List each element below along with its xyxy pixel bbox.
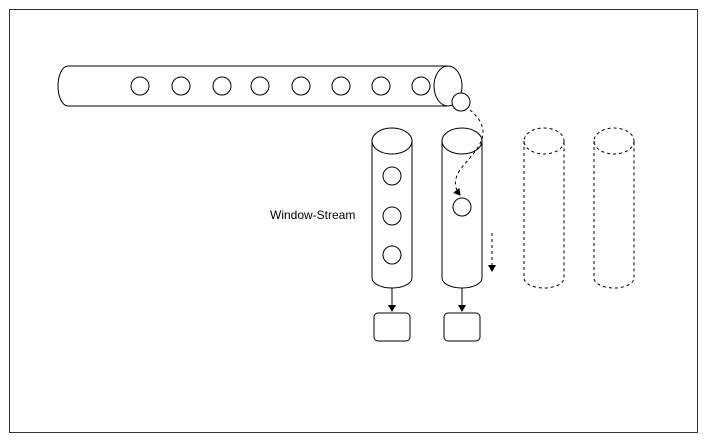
stream-element <box>171 76 191 96</box>
window-2-element <box>452 197 472 217</box>
window-3-cylinder <box>523 127 565 289</box>
stream-element <box>291 76 311 96</box>
window-3-top <box>523 127 565 155</box>
window-1-element <box>382 245 402 265</box>
window-1-top <box>371 127 413 155</box>
emerging-stream-element <box>451 92 471 112</box>
stream-element <box>250 76 270 96</box>
window-4-top <box>593 127 635 155</box>
stream-element <box>130 76 150 96</box>
window-4-cylinder <box>593 127 635 289</box>
window-2-top <box>441 127 483 155</box>
window-2-cylinder <box>441 127 483 289</box>
stream-element <box>331 76 351 96</box>
window-1-cylinder <box>371 127 413 289</box>
window-1-output-box <box>373 312 411 342</box>
window-3-body <box>523 141 565 289</box>
stream-element <box>371 76 391 96</box>
window-4-body <box>593 141 635 289</box>
input-stream-elements <box>130 76 471 112</box>
window-stream-label: Window-Stream <box>270 208 356 222</box>
window-2-output-box <box>443 312 481 342</box>
flow-into-window-arrow <box>453 109 484 196</box>
stream-element <box>411 76 431 96</box>
stream-element <box>212 76 232 96</box>
window-1-element <box>382 166 402 186</box>
window-1-element <box>382 206 402 226</box>
